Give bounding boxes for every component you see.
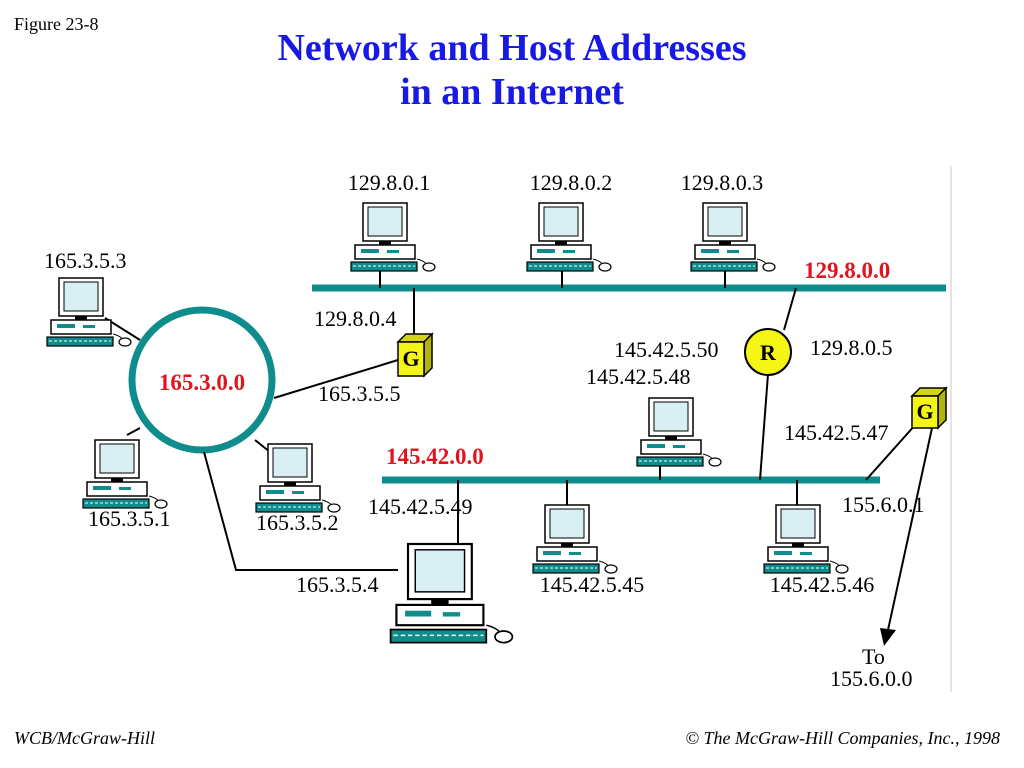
router-label: R xyxy=(760,340,777,365)
interface-address: 155.6.0.1 xyxy=(842,492,925,517)
network-label-145: 145.42.0.0 xyxy=(386,444,484,469)
figure-label: Figure 23-8 xyxy=(14,14,99,34)
host-address: 165.3.5.3 xyxy=(44,248,127,273)
host-address: 145.42.5.45 xyxy=(540,572,645,597)
gateway-1: G xyxy=(396,332,434,378)
host-computer xyxy=(532,504,618,574)
router: R xyxy=(744,328,792,376)
network-label-129: 129.8.0.0 xyxy=(804,258,890,283)
interface-address: 145.42.5.50 xyxy=(614,337,719,362)
host-computer xyxy=(350,202,436,272)
host-address: 145.42.5.46 xyxy=(770,572,875,597)
host-computer xyxy=(636,397,722,467)
network-165-3-ring xyxy=(128,306,276,454)
host-address: 129.8.0.2 xyxy=(530,170,613,195)
copyright-icon: © xyxy=(685,728,700,748)
interface-address: 165.3.5.5 xyxy=(318,381,401,406)
gateway-2: G xyxy=(910,386,948,430)
host-computer xyxy=(763,504,849,574)
destination-network: 155.6.0.0 xyxy=(830,666,913,691)
host-address: 165.3.5.4 xyxy=(296,572,379,597)
destination-label: To xyxy=(862,644,885,669)
footer-copyright-text: The McGraw-Hill Companies, Inc., 1998 xyxy=(703,728,1000,748)
footer-copyright: © The McGraw-Hill Companies, Inc., 1998 xyxy=(685,728,1000,749)
arrow-head-icon xyxy=(880,628,896,646)
host-address: 165.3.5.2 xyxy=(256,510,339,535)
host-address: 129.8.0.1 xyxy=(348,170,431,195)
network-label-165: 165.3.0.0 xyxy=(159,370,245,395)
host-address: 129.8.0.3 xyxy=(681,170,764,195)
title-line-2: in an Internet xyxy=(400,71,624,113)
host-computer xyxy=(46,277,132,347)
host-computer xyxy=(82,439,168,509)
interface-address: 129.8.0.4 xyxy=(314,306,397,331)
page-title: Network and Host Addresses in an Interne… xyxy=(0,26,1024,114)
host-computer xyxy=(526,202,612,272)
gateway-1-label: G xyxy=(402,346,419,371)
host-computer xyxy=(255,443,341,513)
host-computer xyxy=(690,202,776,272)
interface-address: 145.42.5.47 xyxy=(784,420,889,445)
host-address: 165.3.5.1 xyxy=(88,506,171,531)
host-address: 145.42.5.48 xyxy=(586,364,691,389)
interface-address: 145.42.5.49 xyxy=(368,494,473,519)
gateway-2-label: G xyxy=(916,399,933,424)
title-line-1: Network and Host Addresses xyxy=(277,27,747,69)
footer-publisher: WCB/McGraw-Hill xyxy=(14,728,155,748)
host-computer-large xyxy=(389,542,514,644)
interface-address: 129.8.0.5 xyxy=(810,335,893,360)
